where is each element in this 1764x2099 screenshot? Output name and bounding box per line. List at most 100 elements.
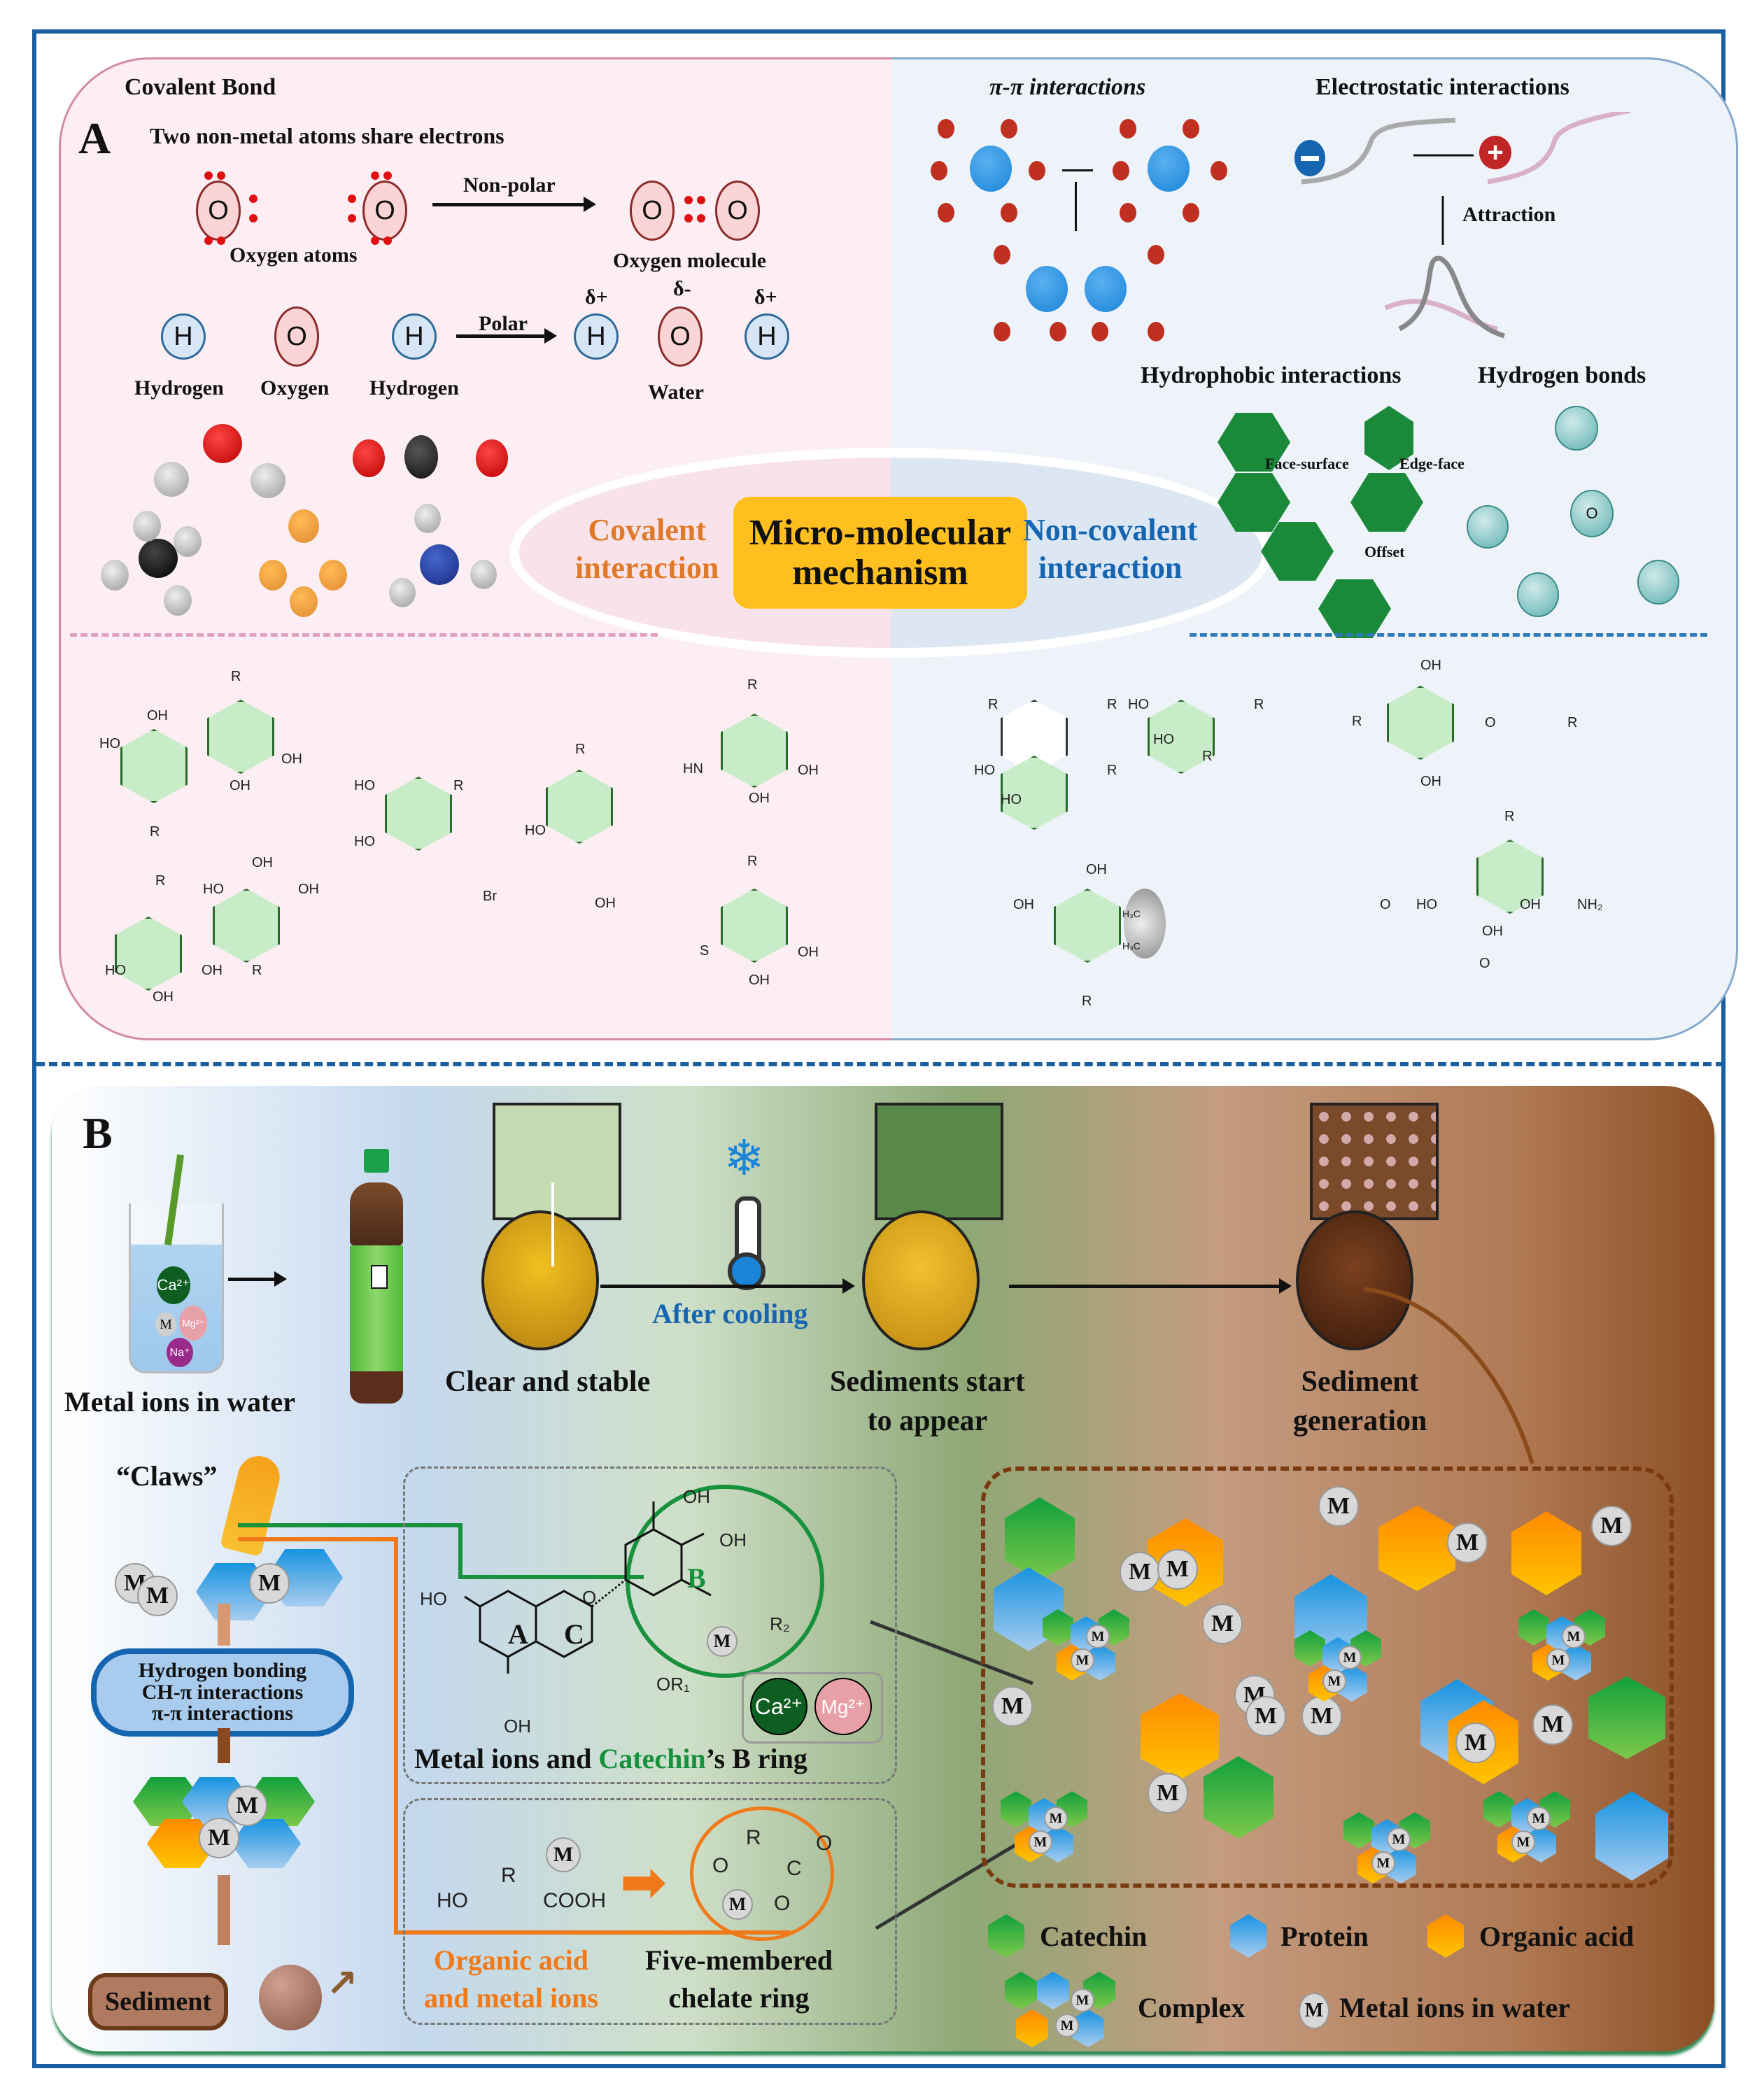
hydroxyl-label: HO bbox=[1416, 897, 1437, 912]
catechin-hexagon bbox=[1294, 1630, 1325, 1667]
phosphorus-model-atom bbox=[290, 586, 318, 617]
water-molecule-3d bbox=[1517, 572, 1559, 617]
nonpolar-arrow bbox=[432, 197, 596, 212]
attraction-label: Attraction bbox=[1462, 203, 1556, 226]
catechin-metal-box bbox=[403, 1467, 897, 1784]
aromatic-ring-blob bbox=[970, 146, 1012, 192]
face-surface-label: Face-surface bbox=[1265, 455, 1349, 472]
metal-ion: M bbox=[1387, 1828, 1411, 1851]
water-molecule bbox=[1113, 161, 1129, 181]
hydroxyl-label: OH bbox=[202, 963, 223, 978]
r-group-label: R bbox=[1567, 715, 1578, 730]
hydroxyl-label: HO bbox=[203, 882, 224, 897]
oxygen-label: O bbox=[1485, 715, 1496, 730]
co2-model-oxygen bbox=[476, 439, 508, 477]
oxygen-label: O bbox=[1479, 956, 1490, 971]
hydroxyl-label: HO bbox=[105, 963, 126, 978]
hydrogen-atom: H bbox=[574, 313, 619, 360]
figure-frame bbox=[32, 29, 1726, 2068]
metal-ion: M bbox=[1120, 1552, 1160, 1592]
metal-ion: M bbox=[1532, 1704, 1573, 1745]
methane-model-hydrogen bbox=[101, 560, 129, 591]
hydroxyl-label: OH bbox=[153, 989, 174, 1005]
snowflake-icon: ❄ bbox=[724, 1129, 765, 1187]
aromatic-ring bbox=[1318, 579, 1391, 638]
catechin-hexagon bbox=[1204, 1756, 1273, 1839]
delta-minus-label: δ- bbox=[673, 277, 691, 300]
water-model-hydrogen bbox=[251, 463, 285, 498]
metal-ion: M bbox=[546, 1837, 581, 1872]
oxygen-label: O bbox=[712, 1854, 729, 1877]
metal-ions-water-label: Metal ions in water bbox=[64, 1386, 295, 1418]
legend-complex-label: Complex bbox=[1138, 1992, 1246, 2023]
oxygen-atom: O bbox=[274, 306, 319, 367]
sediment-particles-box bbox=[981, 1467, 1674, 1888]
metal-ion: M bbox=[1527, 1807, 1551, 1830]
metal-ion: M bbox=[227, 1786, 267, 1826]
sediment-particle-icon bbox=[259, 1965, 322, 2030]
magnesium-ion: Mg²⁺ bbox=[814, 1678, 872, 1735]
oxygen-atom: O bbox=[196, 181, 241, 241]
metal-ion: M bbox=[1322, 1669, 1346, 1693]
oxygen-label: O bbox=[582, 1587, 597, 1608]
sediment-start-inset bbox=[875, 1103, 1003, 1220]
co2-model-oxygen bbox=[353, 439, 385, 477]
metal-ion: M bbox=[1086, 1625, 1110, 1648]
pi-pi-title: π-π interactions bbox=[989, 74, 1146, 100]
clear-tea-photo bbox=[481, 1210, 599, 1350]
delta-plus-label: δ+ bbox=[754, 285, 777, 309]
bottle-top bbox=[350, 1182, 403, 1245]
hydrogen-label: Hydrogen bbox=[134, 376, 224, 400]
sediment-start-photo bbox=[862, 1210, 980, 1350]
hydroxyl-label: OH bbox=[147, 708, 168, 723]
hydroxyl-label: OH bbox=[1013, 897, 1034, 912]
magnesium-ion: Mg²⁺ bbox=[179, 1306, 207, 1341]
metal-ion: M bbox=[707, 1626, 738, 1657]
or1-label: OR₁ bbox=[656, 1674, 690, 1695]
methane-model-hydrogen bbox=[133, 511, 161, 542]
water-molecule bbox=[1148, 322, 1164, 341]
clear-stable-label: Clear and stable bbox=[445, 1366, 651, 1398]
positive-charge-icon: + bbox=[1479, 136, 1511, 169]
r-group-label: R bbox=[1107, 763, 1117, 778]
polar-arrow bbox=[456, 328, 557, 344]
metal-ion: M bbox=[1246, 1696, 1286, 1737]
hydrogen-atom: H bbox=[745, 313, 789, 360]
amine-label: HN bbox=[683, 761, 703, 777]
blue-dashed-separator bbox=[1190, 633, 1707, 637]
hydroxyl-label: OH bbox=[1086, 862, 1107, 877]
aromatic-ring bbox=[1261, 522, 1334, 581]
hydroxyl-label: OH bbox=[252, 855, 273, 870]
hydrogen-atom: H bbox=[392, 313, 437, 360]
oxygen-atom: O bbox=[630, 181, 675, 241]
water-molecule bbox=[1120, 119, 1136, 139]
r-group-label: R bbox=[747, 677, 758, 693]
organic-acid-hexagon bbox=[1141, 1693, 1219, 1780]
double-arrow bbox=[1062, 169, 1093, 171]
catechin-hexagon bbox=[1001, 1791, 1031, 1828]
sediment-badge: Sediment bbox=[88, 1973, 228, 2030]
catechin-hexagon bbox=[1343, 1812, 1374, 1849]
claws-label: “Claws” bbox=[116, 1460, 218, 1492]
r-group-label: R bbox=[746, 1826, 761, 1849]
water-molecule bbox=[994, 245, 1010, 264]
metal-ion: M bbox=[1562, 1625, 1586, 1648]
clear-stage-inset bbox=[493, 1103, 621, 1220]
hydroxyl-label: OH bbox=[595, 896, 616, 911]
ammonia-model-nitrogen bbox=[420, 544, 459, 585]
bottle-base bbox=[350, 1371, 403, 1404]
metal-ion: M bbox=[199, 1818, 239, 1858]
water-molecule-3d bbox=[1467, 505, 1509, 549]
metal-ion: M bbox=[1371, 1851, 1395, 1875]
amine-label: NH₂ bbox=[1577, 897, 1603, 912]
water-molecule bbox=[994, 322, 1010, 341]
water-molecule bbox=[1148, 245, 1164, 264]
ring-b-label: B bbox=[687, 1562, 706, 1594]
sediment-inset bbox=[1310, 1103, 1439, 1220]
water-molecule bbox=[1001, 119, 1017, 139]
flow-arrow bbox=[228, 1271, 287, 1287]
oxygen-molecule-label: Oxygen molecule bbox=[613, 249, 767, 272]
oxygen-label: O bbox=[1380, 897, 1391, 912]
water-model-oxygen bbox=[203, 424, 242, 463]
